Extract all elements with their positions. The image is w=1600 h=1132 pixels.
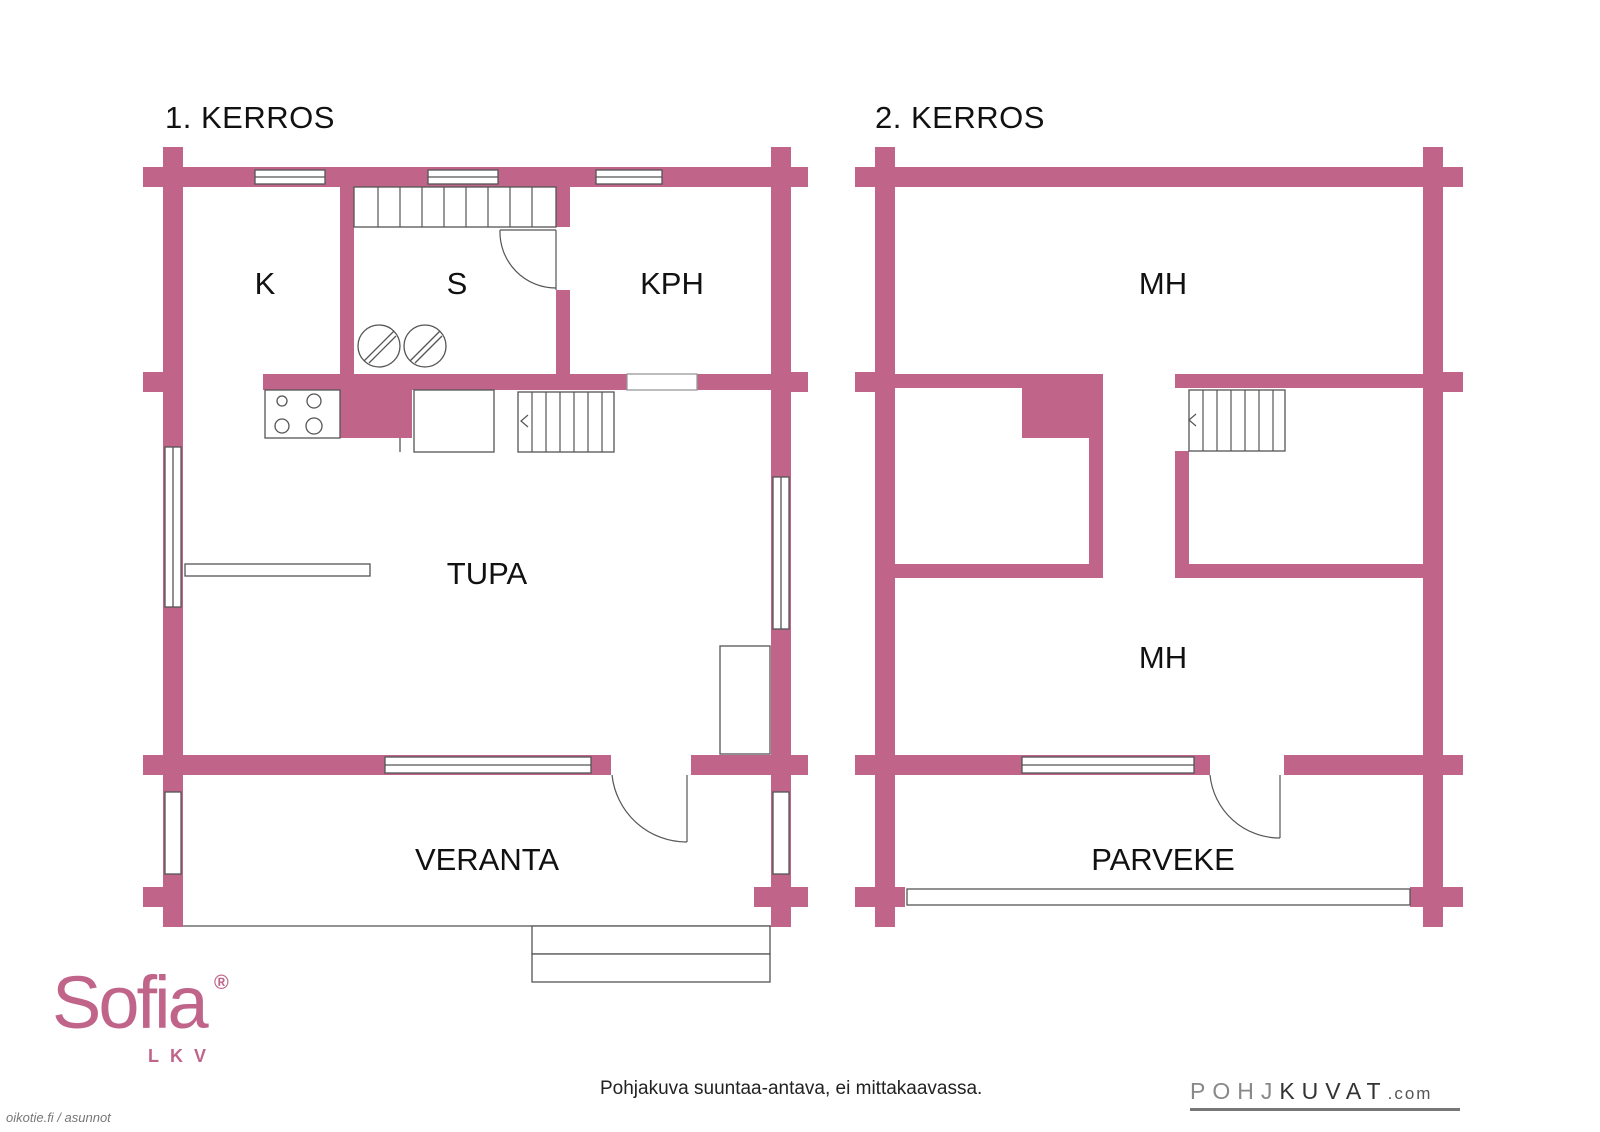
room-label-kph: KPH: [640, 266, 704, 301]
veranda-opening: [772, 791, 790, 875]
logo-sub: LKV: [148, 1046, 217, 1066]
brand-suffix: .com: [1387, 1084, 1433, 1103]
steps: [531, 925, 771, 955]
pohjakuvat-logo: POHJKUVAT.com: [1190, 1078, 1460, 1111]
wall: [875, 147, 895, 927]
door-gap: [1210, 755, 1284, 775]
first-floor-title: 1. KERROS: [165, 100, 335, 135]
wall: [143, 372, 183, 392]
wall: [1175, 451, 1189, 578]
veranda-opening: [164, 791, 182, 875]
wall: [1423, 147, 1443, 927]
wall: [855, 887, 905, 907]
room-label-veranta: VERANTA: [415, 842, 559, 877]
wall: [855, 167, 1463, 187]
steps: [531, 953, 771, 983]
second-floor-lines: [1188, 390, 1281, 839]
wall: [1175, 564, 1423, 578]
counter: [413, 389, 495, 453]
wall: [855, 372, 895, 392]
fireplace: [340, 388, 412, 438]
registered-mark: ®: [214, 972, 229, 994]
first-floor-plan: [143, 147, 808, 927]
wall: [1423, 372, 1463, 392]
room-label-k: K: [255, 266, 276, 301]
room-label-mh-lower: MH: [1139, 640, 1187, 675]
door-gap: [611, 755, 691, 775]
brand-main: KUVAT: [1279, 1078, 1388, 1104]
wall-opening: [626, 373, 698, 391]
sofia-logo: Sofia ® LKV: [52, 966, 252, 1096]
brand-underline: [1190, 1108, 1460, 1111]
watermark: oikotie.fi / asunnot: [6, 1110, 111, 1125]
chimney: [1022, 376, 1103, 438]
second-floor-title: 2. KERROS: [875, 100, 1045, 135]
wall: [771, 372, 808, 392]
room-label-mh-upper: MH: [1139, 266, 1187, 301]
room-label-parveke: PARVEKE: [1091, 842, 1235, 877]
wall: [263, 374, 627, 390]
second-floor-plan: [855, 147, 1463, 927]
second-floor-fixtures: [906, 389, 1411, 906]
wall: [697, 374, 777, 390]
wall: [1410, 887, 1463, 907]
wall: [1175, 374, 1423, 388]
wall: [556, 290, 570, 390]
room-label-tupa: TUPA: [447, 556, 528, 591]
wall: [143, 887, 183, 907]
logo-name: Sofia: [52, 961, 209, 1044]
wall: [754, 887, 808, 907]
stairs: [353, 186, 557, 228]
wall: [895, 564, 1103, 578]
bench: [184, 563, 371, 577]
stairs: [517, 391, 615, 453]
first-floor-lines: [377, 187, 688, 843]
wall: [556, 187, 570, 227]
first-floor-fixtures: [164, 169, 790, 983]
disclaimer-text: Pohjakuva suuntaa-antava, ei mittakaavas…: [600, 1078, 983, 1099]
brand-prefix: POHJ: [1190, 1078, 1280, 1104]
wardrobe: [719, 645, 771, 755]
balcony-rail: [906, 888, 1411, 906]
room-label-s: S: [447, 266, 468, 301]
